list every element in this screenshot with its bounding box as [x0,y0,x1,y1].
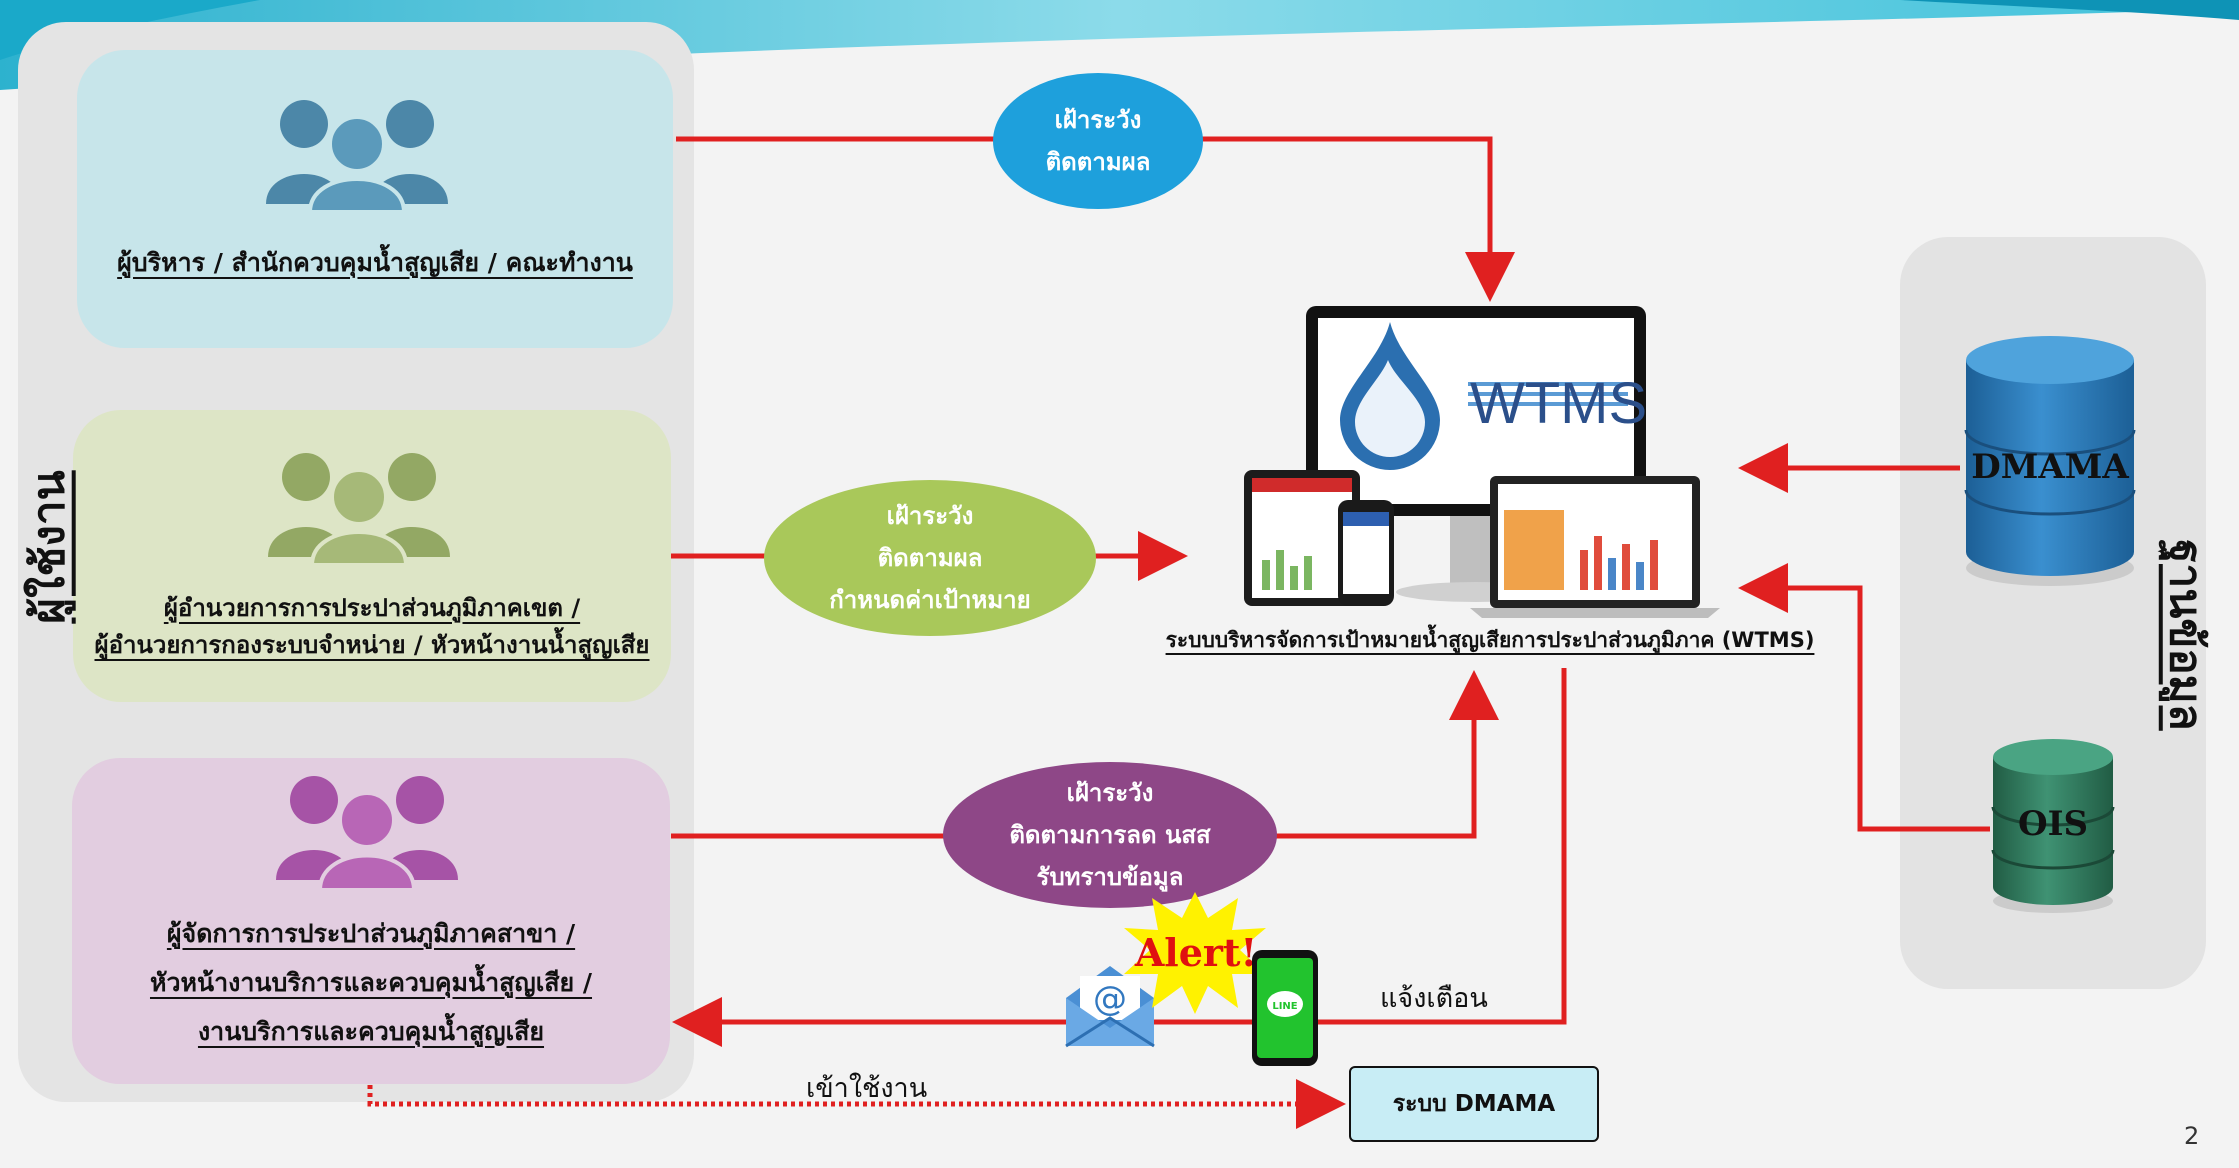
ois-database-icon: OIS [1991,739,2115,913]
arrow-executives-to-wtms [676,136,1515,302]
dmama-system-box[interactable]: ระบบ DMAMA [1349,1066,1599,1142]
arrow-wtms-notify-branch [672,668,1567,1047]
wtms-caption: ระบบบริหารจัดการเป้าหมายน้ำสูญเสียการประ… [1165,628,1815,652]
user-group-region-directors-label: ผู้อำนวยการการประปาส่วนภูมิภาคเขต / ผู้อ… [94,594,650,660]
access-label: เข้าใช้งาน [806,1073,928,1104]
people-icon [276,776,458,892]
user-group-branch-managers-label: ผู้จัดการการประปาส่วนภูมิภาคสาขา / หัวหน… [149,919,593,1046]
page-number: 2 [2184,1122,2200,1150]
dmama-database-icon: DMAMA [1964,336,2136,586]
people-icon [266,100,448,212]
dmama-label: DMAMA [1971,447,2129,487]
wtms-logo: WTMS [1470,371,1647,436]
arrow-access-dmama [367,1079,1346,1129]
email-icon: @ [1065,966,1155,1048]
svg-text:@: @ [1093,979,1127,1019]
people-icon [268,453,450,565]
ois-label: OIS [2018,804,2088,844]
notify-label: แจ้งเตือน [1380,983,1488,1014]
line-phone-icon: LINE [1252,950,1318,1066]
bubble-monitor-executives: เฝ้าระวัง ติดตามผล [993,73,1203,209]
bubble-monitor-directors: เฝ้าระวัง ติดตามผล กำหนดค่าเป้าหมาย [764,480,1096,636]
wtms-devices-illustration: WTMS [1244,306,1720,618]
alert-burst: Alert! [1124,892,1266,1014]
arrow-branch-to-wtms [671,670,1499,839]
alert-text: Alert! [1134,930,1257,975]
bubble-monitor-branch: เฝ้าระวัง ติดตามการลด นสส รับทราบข้อมูล [943,762,1277,908]
line-label: LINE [1272,1001,1297,1012]
user-group-executives-label: ผู้บริหาร / สำนักควบคุมน้ำสูญเสีย / คณะท… [117,248,633,277]
dmama-system-label: ระบบ DMAMA [1392,1091,1556,1117]
arrow-ois-to-wtms [1738,563,1990,832]
